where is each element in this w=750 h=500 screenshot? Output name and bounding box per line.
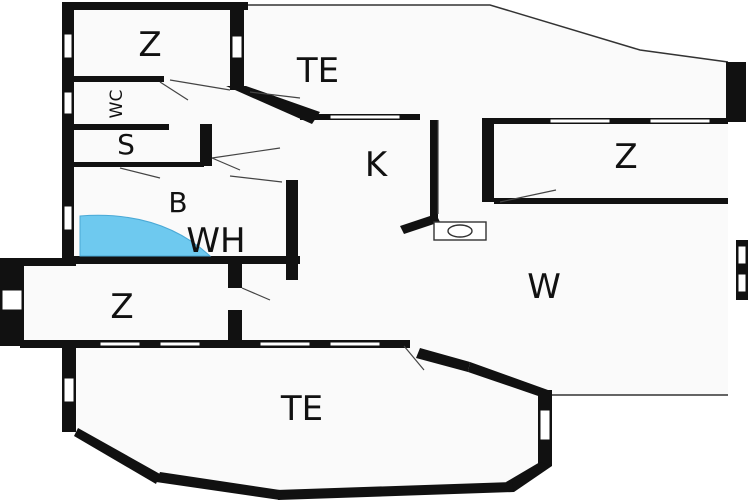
floor-area	[20, 5, 728, 497]
room-label-te-top: TE	[296, 51, 339, 91]
windows	[1, 33, 747, 441]
room-label-z-topleft: Z	[138, 25, 161, 65]
room-label-s: S	[117, 128, 135, 161]
room-label-wc: WC	[107, 90, 127, 119]
room-label-z-right: Z	[614, 137, 637, 177]
water-heater-fixture	[79, 214, 212, 257]
door-swings	[119, 79, 557, 371]
room-label-b: B	[168, 186, 187, 219]
room-label-wh: WH	[186, 221, 245, 261]
room-label-w: W	[527, 267, 561, 307]
room-label-k: K	[365, 145, 389, 185]
room-label-te-bottom: TE	[280, 389, 323, 429]
kitchen-fixture	[433, 221, 487, 241]
room-label-z-left: Z	[110, 287, 133, 327]
